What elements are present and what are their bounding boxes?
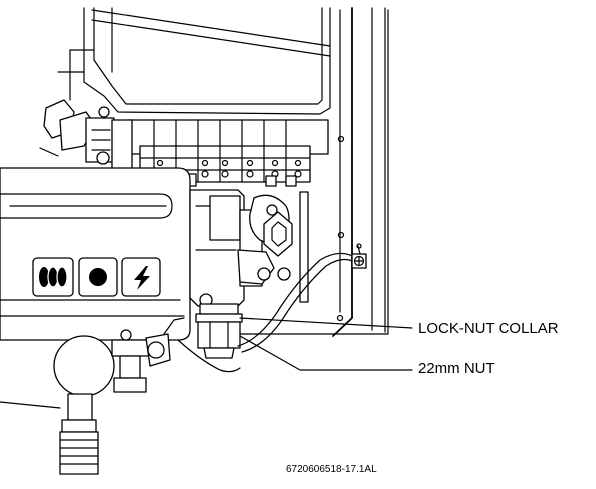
ignition-fittings [39,99,133,171]
control-panel [0,167,191,341]
gas-inlet-connection [195,303,243,359]
dot-icon [89,268,107,286]
lock-nut-collar [195,313,243,323]
flame-icon [39,267,49,287]
callout-leaders [239,317,413,371]
flame-button[interactable] [32,257,74,297]
lower-pipework [0,317,241,475]
electrode-lead [237,243,367,353]
lightning-button[interactable] [121,257,161,297]
heat-exchanger [57,7,331,115]
dot-button[interactable] [78,257,118,297]
boiler-casing [219,7,389,337]
nut-22mm [197,321,241,349]
figure-code: 6720606518-17.1AL [286,464,377,475]
burner-manifold [127,119,329,187]
lightning-icon [134,266,150,290]
lock-nut-collar-label: LOCK-NUT COLLAR [418,320,559,337]
nut-22mm-label: 22mm NUT [418,360,495,377]
gas-valve [189,189,309,307]
